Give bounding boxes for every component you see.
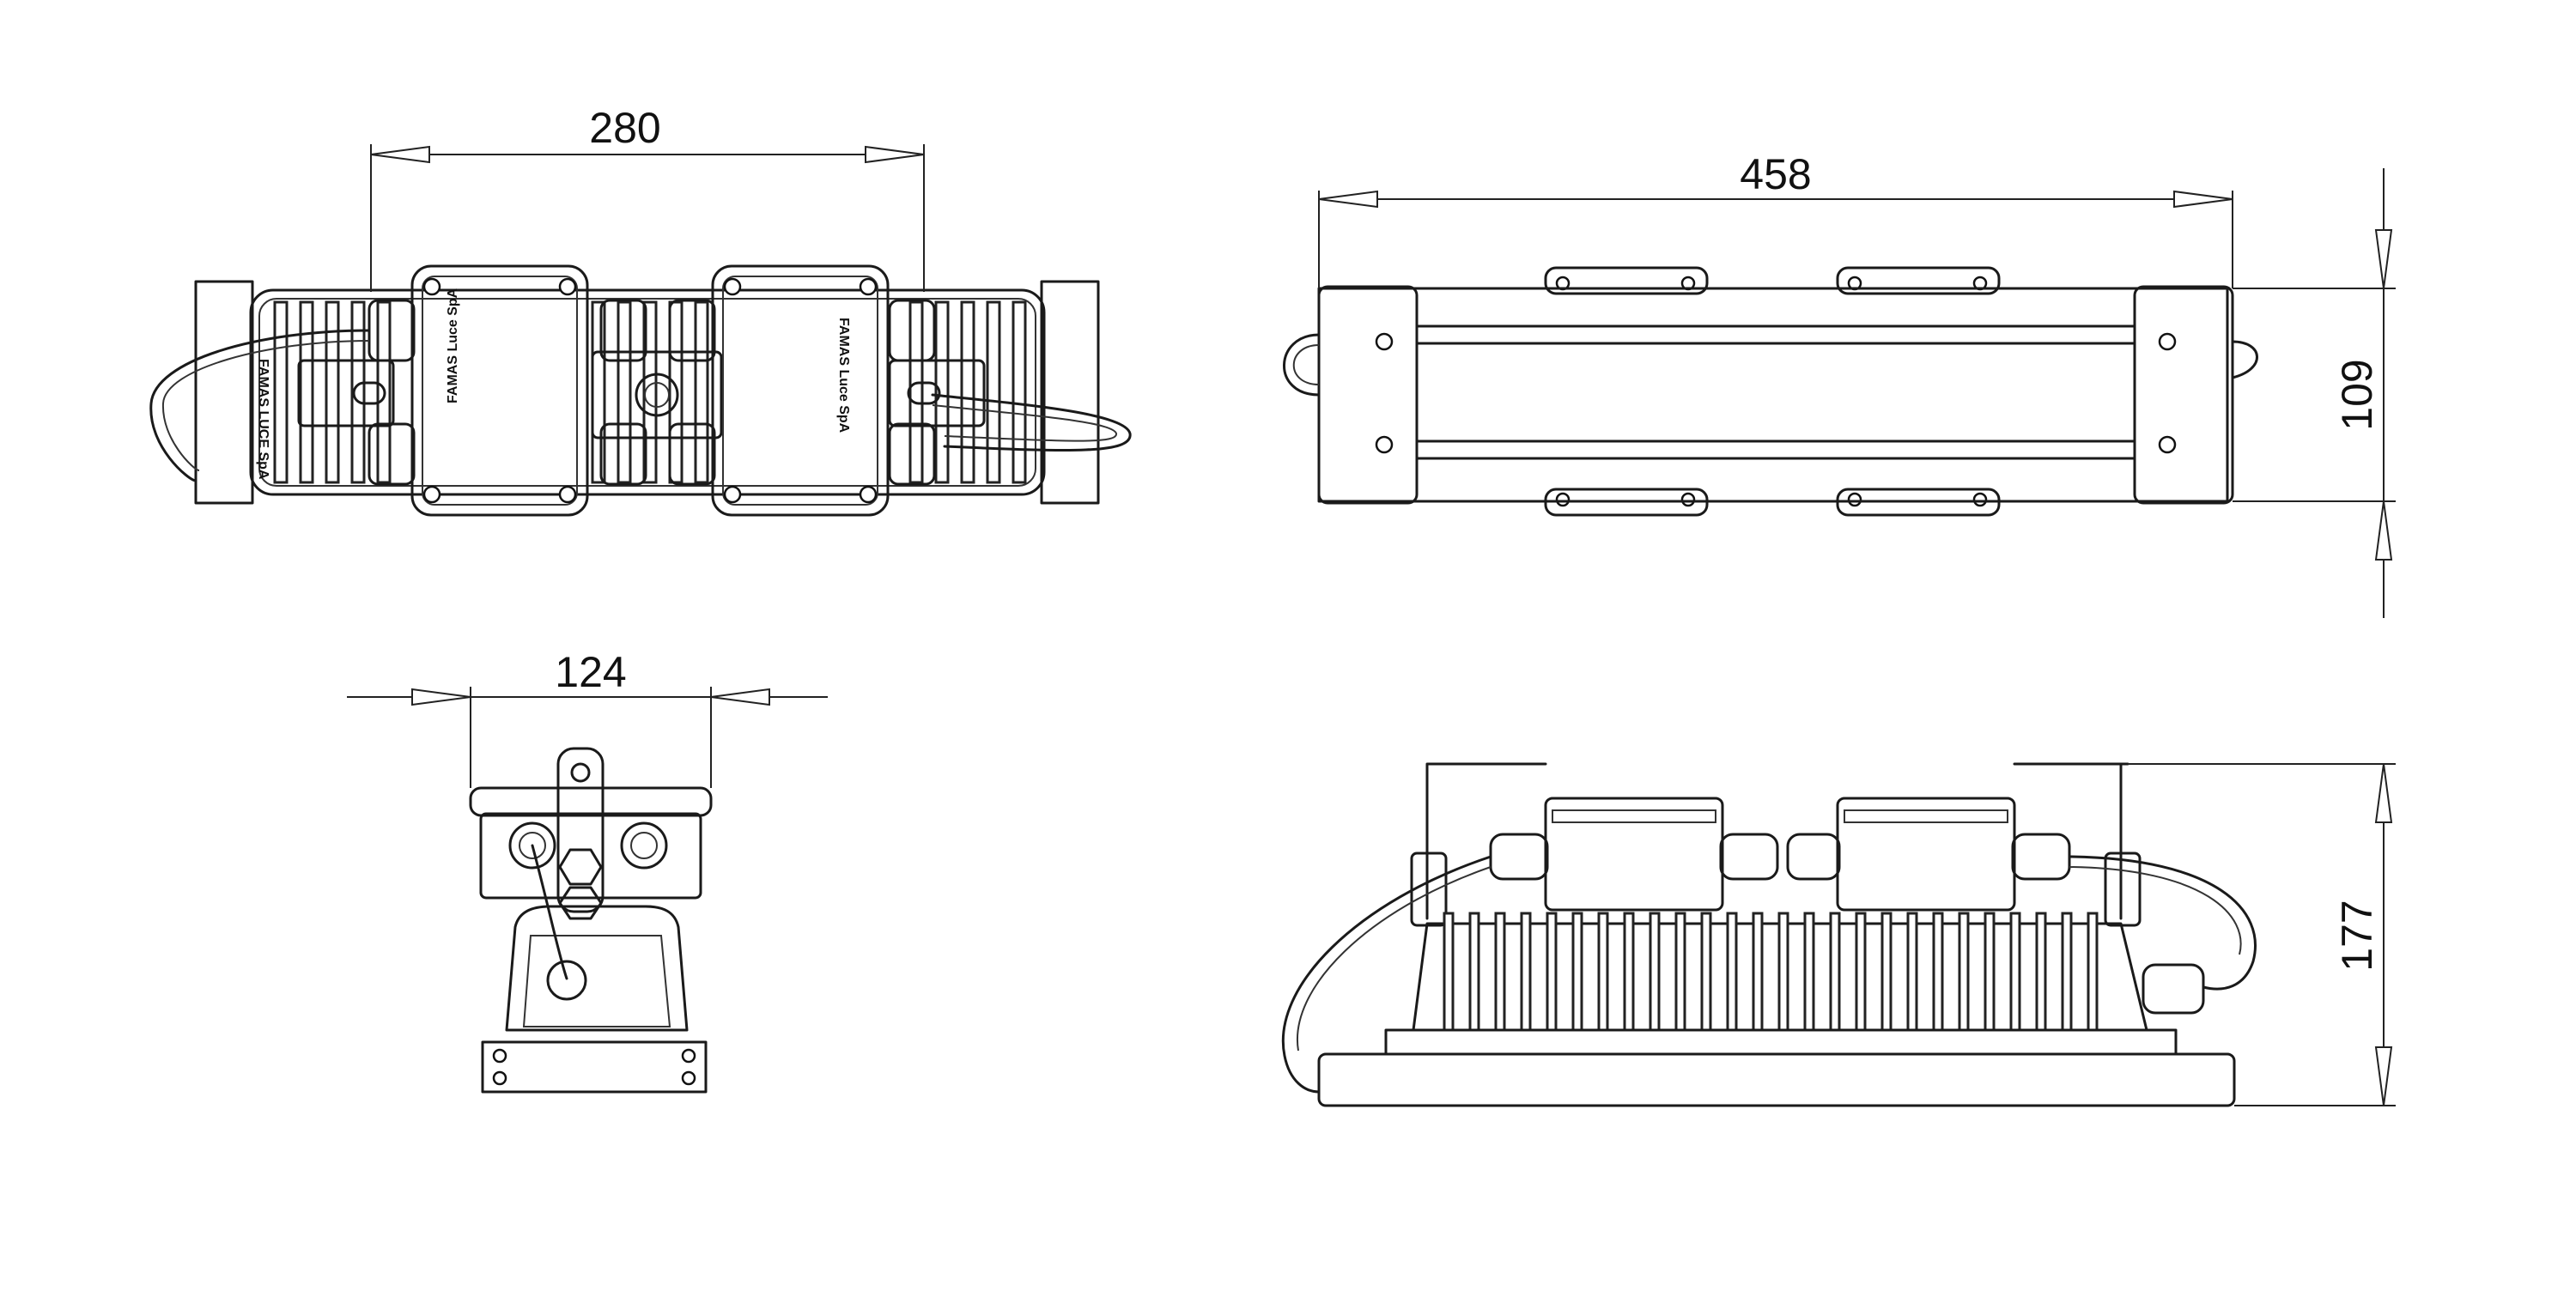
heatsink-body bbox=[249, 288, 1046, 496]
cable-gland bbox=[599, 299, 647, 362]
side-right-gland bbox=[2142, 963, 2205, 1015]
top-view: FAMAS LUCE SpA FAMAS Luce SpA FAMAS Luce… bbox=[149, 104, 1132, 517]
left-plate-label: FAMAS LUCE SpA bbox=[256, 359, 270, 480]
side-view: 177 bbox=[1281, 762, 2396, 1107]
base-plate bbox=[481, 1040, 708, 1094]
cable-gland bbox=[368, 422, 416, 486]
dimension-458: 458 bbox=[1318, 150, 2233, 288]
side-gland bbox=[1719, 833, 1779, 881]
left-bracket bbox=[297, 359, 395, 427]
right-cable-stub bbox=[2231, 340, 2258, 379]
cable-gland bbox=[599, 422, 647, 486]
side-driver-box-right bbox=[1836, 797, 2016, 912]
cable-gland bbox=[368, 299, 416, 362]
left-driver-box bbox=[410, 264, 589, 517]
dimension-label-177: 177 bbox=[2333, 900, 2381, 971]
front-view: 458 109 bbox=[1283, 150, 2396, 618]
left-cable-stub bbox=[1283, 333, 1321, 397]
right-box-label: FAMAS Luce SpA bbox=[836, 318, 851, 433]
dimension-124: 124 bbox=[347, 648, 828, 788]
pivot-nut bbox=[558, 848, 603, 886]
right-cable bbox=[931, 393, 1132, 452]
side-base-plate bbox=[1317, 1052, 2236, 1107]
top-tab bbox=[1836, 266, 2001, 295]
left-end-plate bbox=[194, 280, 254, 505]
right-driver-box bbox=[711, 264, 890, 517]
gland-left bbox=[508, 821, 556, 870]
dimension-177: 177 bbox=[2128, 763, 2396, 1106]
end-cable bbox=[531, 844, 568, 980]
dimension-label-458: 458 bbox=[1740, 150, 1811, 198]
end-housing-body bbox=[479, 812, 702, 900]
heatsink-fins bbox=[273, 300, 1027, 484]
side-driver-box-left bbox=[1544, 797, 1724, 912]
cable-gland bbox=[888, 299, 936, 362]
left-end-cap bbox=[1317, 285, 1419, 505]
side-gland bbox=[2011, 833, 2071, 881]
cable-gland bbox=[668, 422, 716, 486]
dimension-label-280: 280 bbox=[589, 104, 660, 152]
end-housing-top bbox=[469, 786, 713, 817]
profile-body bbox=[1317, 287, 2229, 503]
bracket-left-arm bbox=[1425, 762, 1547, 920]
cable-gland bbox=[668, 299, 716, 362]
top-tab bbox=[1544, 266, 1709, 295]
center-mount bbox=[591, 350, 723, 439]
dimension-109: 109 bbox=[2233, 168, 2396, 618]
end-view: 124 bbox=[347, 648, 828, 1094]
side-right-cable bbox=[2068, 855, 2257, 991]
right-bracket bbox=[888, 359, 986, 427]
center-pivot bbox=[635, 373, 679, 417]
gland-right bbox=[620, 821, 668, 870]
side-gland bbox=[1489, 833, 1549, 881]
side-base-top bbox=[1384, 1028, 2178, 1056]
side-left-cable bbox=[1281, 855, 1492, 1094]
right-end-plate bbox=[1040, 280, 1100, 505]
dimension-280: 280 bbox=[370, 104, 925, 292]
dimension-label-109: 109 bbox=[2333, 359, 2381, 430]
side-gland bbox=[1786, 833, 1841, 881]
left-cable bbox=[149, 329, 371, 482]
bracket-right-arm bbox=[2119, 762, 2129, 920]
dimension-label-124: 124 bbox=[555, 648, 626, 696]
right-end-cap bbox=[2133, 285, 2234, 505]
cable-gland bbox=[888, 422, 936, 486]
base-stand bbox=[505, 905, 689, 1032]
left-box-label: FAMAS Luce SpA bbox=[446, 288, 460, 403]
bracket-arm bbox=[556, 747, 605, 913]
side-fins bbox=[1443, 912, 2099, 1032]
